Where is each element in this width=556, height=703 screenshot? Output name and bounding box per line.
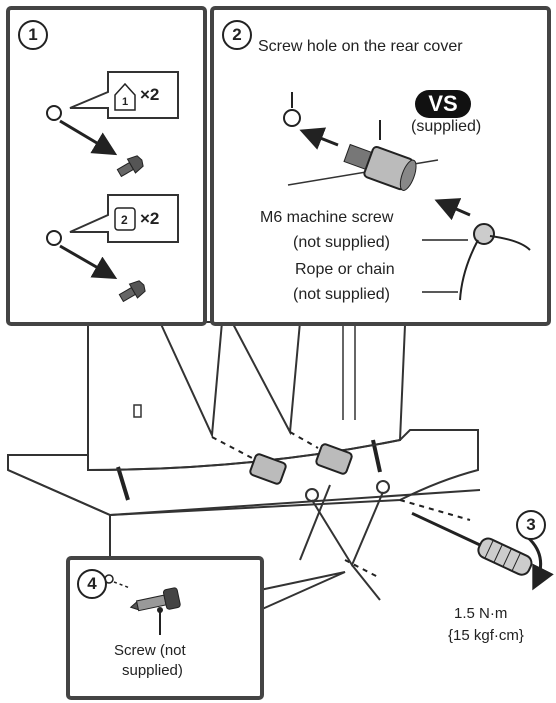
badge-number-1: 1 <box>122 93 128 111</box>
rope-label: Rope or chain <box>295 261 395 279</box>
screw-not-supplied-line2: supplied) <box>122 662 183 680</box>
leader-dot <box>157 607 163 613</box>
screw-not-supplied-line1: Screw (not <box>114 642 186 660</box>
torque-nm-label: 1.5 N·m <box>454 605 507 623</box>
supplied-label: (supplied) <box>411 118 481 136</box>
m6-screw-label: M6 machine screw <box>260 209 393 227</box>
step-number-4: 4 <box>77 569 107 599</box>
screw-hole-label: Screw hole on the rear cover <box>258 38 463 56</box>
vs-badge: VS <box>415 90 471 118</box>
hole-icon <box>47 106 61 120</box>
badge-number-2: 2 <box>121 211 128 229</box>
step-number-3: 3 <box>516 510 546 540</box>
m6-not-supplied-label: (not supplied) <box>293 234 390 252</box>
torque-kgf-label: {15 kgf·cm} <box>448 627 524 645</box>
panel-1 <box>8 8 205 324</box>
quantity-label-1: ×2 <box>140 86 159 104</box>
rear-hole-icon <box>284 110 300 126</box>
hole-icon <box>47 231 61 245</box>
step-number-2: 2 <box>222 20 252 50</box>
step-number-1: 1 <box>18 20 48 50</box>
quantity-label-2: ×2 <box>140 210 159 228</box>
screwdriver-icon <box>408 504 534 577</box>
panel-4-pointer <box>260 572 345 610</box>
rope-not-supplied-label: (not supplied) <box>293 286 390 304</box>
